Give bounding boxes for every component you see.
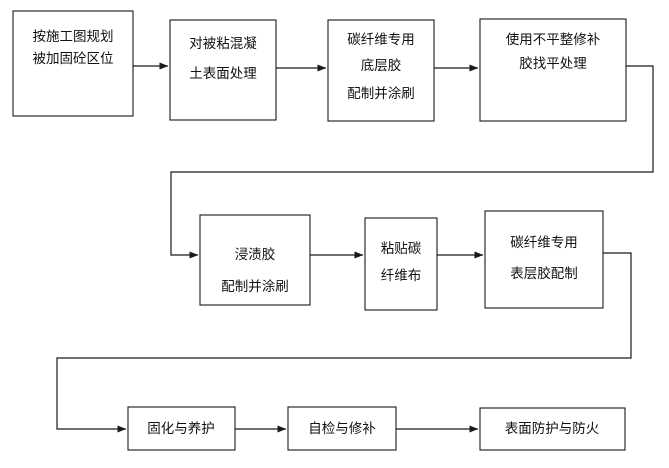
connector-layer <box>56 62 654 433</box>
node-box[interactable] <box>479 18 627 122</box>
node-box[interactable] <box>484 210 604 309</box>
node-label-line1: 自检与修补 <box>308 421 376 437</box>
node-box[interactable] <box>327 19 435 122</box>
node-n3[interactable]: 碳纤维专用 底层胶 配制并涂刷 <box>327 19 435 122</box>
node-box[interactable] <box>127 406 236 451</box>
node-box[interactable] <box>364 217 438 311</box>
edge-n4-n5 <box>170 65 654 259</box>
node-label-line1: 对被粘混凝 <box>189 36 257 52</box>
node-label-line1: 使用不平整修补 <box>506 31 601 48</box>
node-label-line1: 按施工图规划 <box>33 29 114 45</box>
node-label-line1: 固化与养护 <box>147 421 215 437</box>
node-n8[interactable]: 固化与养护 <box>127 406 236 451</box>
node-n1[interactable]: 按施工图规划 被加固砼区位 <box>12 10 134 117</box>
node-box[interactable] <box>199 214 311 306</box>
node-box[interactable] <box>12 10 134 117</box>
node-label-line2: 表层胶配制 <box>510 265 578 282</box>
node-label-line1: 碳纤维专用 <box>347 32 415 48</box>
node-label-line1: 粘贴碳 <box>381 241 422 257</box>
node-n2[interactable]: 对被粘混凝 土表面处理 <box>169 19 277 121</box>
node-box[interactable] <box>479 407 626 451</box>
node-n7[interactable]: 碳纤维专用 表层胶配制 <box>484 210 604 309</box>
node-label-line1: 碳纤维专用 <box>510 235 578 251</box>
node-label-line2: 胶找平处理 <box>519 55 587 72</box>
node-label-line2: 底层胶 <box>361 57 402 74</box>
node-n10[interactable]: 表面防护与防火 <box>479 407 626 451</box>
node-box[interactable] <box>169 19 277 121</box>
node-label-line2: 纤维布 <box>381 268 422 284</box>
node-label-line2: 配制并涂刷 <box>221 279 289 295</box>
node-label-line1: 浸渍胶 <box>235 246 276 263</box>
node-n5[interactable]: 浸渍胶 配制并涂刷 <box>199 214 311 306</box>
node-n4[interactable]: 使用不平整修补 胶找平处理 <box>479 18 627 122</box>
node-label-line1: 表面防护与防火 <box>505 421 600 437</box>
node-n6[interactable]: 粘贴碳 纤维布 <box>364 217 438 311</box>
node-box[interactable] <box>287 406 397 451</box>
node-label-line2: 被加固砼区位 <box>33 51 114 67</box>
node-n9[interactable]: 自检与修补 <box>287 406 397 451</box>
edge-n7-n8 <box>56 252 632 433</box>
node-label-line2: 土表面处理 <box>189 66 257 82</box>
node-label-line3: 配制并涂刷 <box>347 86 415 102</box>
